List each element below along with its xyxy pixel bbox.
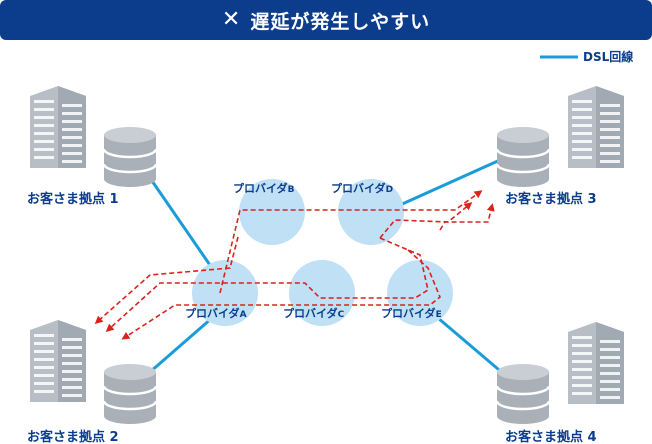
cross-icon: ✕ bbox=[221, 7, 241, 32]
provider-circle-e bbox=[387, 260, 453, 326]
delay-routes bbox=[94, 190, 495, 340]
site-label-1: お客さま拠点 1 bbox=[27, 191, 119, 207]
legend-label: DSL回線 bbox=[583, 49, 633, 64]
server-icon-site3 bbox=[495, 125, 551, 189]
provider-label-d: プロバイダD bbox=[331, 181, 393, 195]
provider-label-a: プロバイダA bbox=[185, 306, 247, 320]
building-icon-site1 bbox=[30, 86, 86, 168]
route-to-site2-a bbox=[94, 236, 239, 324]
route-to-site2-b bbox=[105, 237, 429, 333]
provider-label-c: プロバイダC bbox=[283, 306, 345, 320]
building-icon-site2 bbox=[30, 320, 86, 402]
route-to-site2-c bbox=[121, 249, 441, 340]
provider-label-b: プロバイダB bbox=[233, 181, 295, 195]
server-icon-site1 bbox=[102, 125, 158, 189]
provider-circles bbox=[192, 179, 453, 326]
site-label-2: お客さま拠点 2 bbox=[27, 429, 119, 444]
site-label-3: お客さま拠点 3 bbox=[505, 191, 597, 207]
building-icon-site3 bbox=[568, 86, 624, 168]
provider-circle-b bbox=[239, 179, 305, 245]
route-to-site3-c bbox=[439, 203, 495, 231]
server-icon-site2 bbox=[102, 362, 158, 426]
provider-label-e: プロバイダE bbox=[381, 306, 442, 320]
site-label-4: お客さま拠点 4 bbox=[505, 429, 597, 444]
dsl-lines bbox=[148, 158, 506, 377]
banner-title: 遅延が発生しやすい bbox=[250, 10, 431, 33]
dsl-line-site3 bbox=[399, 158, 501, 207]
dsl-line-site4 bbox=[437, 316, 506, 377]
banner: ✕ 遅延が発生しやすい bbox=[0, 0, 652, 40]
route-to-site3-a bbox=[219, 190, 483, 294]
dsl-line-site1 bbox=[148, 177, 214, 269]
provider-circle-c bbox=[289, 260, 355, 326]
building-icon-site4 bbox=[568, 322, 624, 404]
route-to-site3-b bbox=[379, 202, 473, 239]
legend: DSL回線 bbox=[540, 49, 633, 64]
dsl-line-site2 bbox=[149, 316, 213, 374]
server-icon-site4 bbox=[495, 362, 551, 426]
provider-circle-a bbox=[192, 260, 258, 326]
